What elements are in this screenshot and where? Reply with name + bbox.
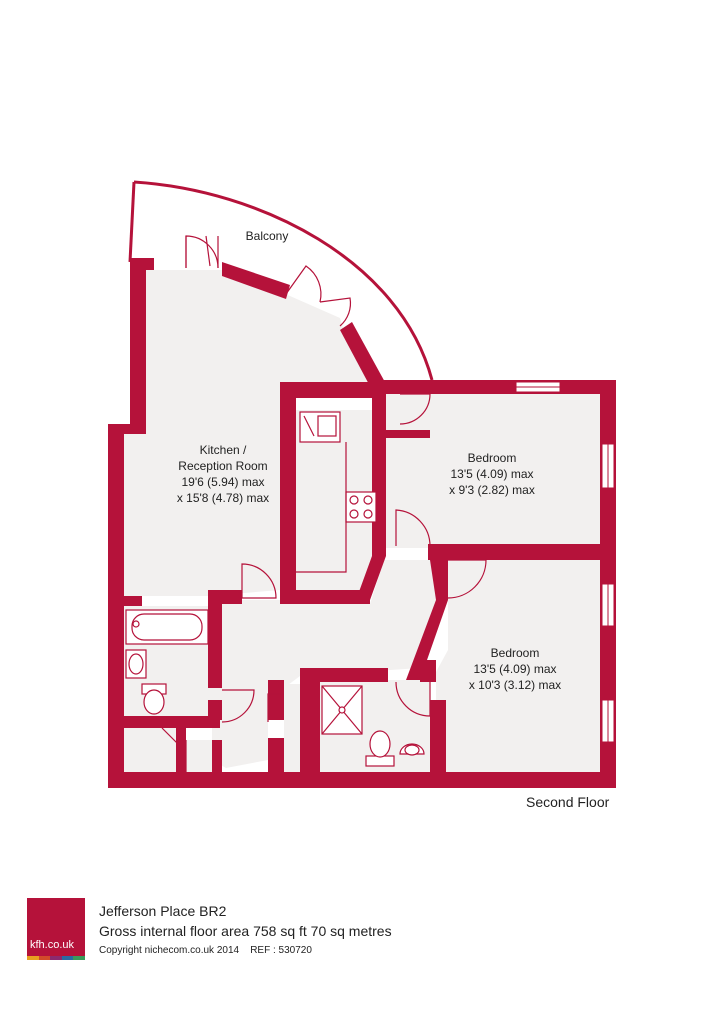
svg-text:13'5 (4.09) max: 13'5 (4.09) max	[474, 662, 557, 676]
kitchen-floor-2	[280, 410, 384, 590]
svg-text:Bedroom: Bedroom	[491, 646, 540, 660]
cupboard-floor	[124, 728, 176, 772]
logo-stripes	[27, 956, 85, 960]
svg-text:Reception Room: Reception Room	[178, 459, 267, 473]
balcony-outline	[128, 180, 434, 381]
walls	[108, 258, 616, 788]
logo-stripe	[73, 956, 85, 960]
floor-label: Second Floor	[526, 794, 610, 810]
logo-stripe	[50, 956, 62, 960]
floor-area: Gross internal floor area 758 sq ft 70 s…	[99, 923, 392, 939]
bedroom1-label: Bedroom 13'5 (4.09) max x 9'3 (2.82) max	[449, 451, 535, 497]
svg-text:19'6 (5.94) max: 19'6 (5.94) max	[182, 475, 265, 489]
kitchen-floor	[124, 268, 372, 596]
balcony-doors	[185, 235, 352, 327]
bathroom-fixtures	[125, 609, 209, 715]
cupboard3-floor	[284, 684, 300, 772]
shower-fixtures	[321, 685, 425, 767]
svg-text:Bedroom: Bedroom	[468, 451, 517, 465]
bedroom2-label: Bedroom 13'5 (4.09) max x 10'3 (3.12) ma…	[469, 646, 561, 692]
bedroom1-floor	[386, 394, 600, 548]
wc-icon	[369, 730, 391, 758]
copyright: Copyright nichecom.co.uk 2014 REF : 5307…	[99, 945, 312, 956]
balcony-label: Balcony	[246, 229, 289, 243]
floor-areas	[124, 268, 600, 772]
hallway-floor	[212, 560, 444, 768]
hob-icon	[345, 491, 377, 523]
svg-text:13'5 (4.09) max: 13'5 (4.09) max	[451, 467, 534, 481]
windows	[515, 381, 615, 743]
kitchen-fixtures	[296, 411, 377, 573]
door-swings	[161, 393, 487, 772]
logo-text: kfh.co.uk	[30, 939, 75, 951]
svg-text:Kitchen /: Kitchen /	[200, 443, 247, 457]
logo-stripe	[38, 956, 51, 960]
svg-text:x 9'3 (2.82) max: x 9'3 (2.82) max	[449, 483, 535, 497]
kitchen-label: Kitchen / Reception Room 19'6 (5.94) max…	[177, 443, 269, 505]
property-name: Jefferson Place BR2	[99, 903, 227, 919]
svg-text:x 10'3 (3.12) max: x 10'3 (3.12) max	[469, 678, 561, 692]
logo-stripe	[61, 956, 74, 960]
bedroom2-floor	[436, 560, 600, 772]
kfh-logo: kfh.co.uk	[27, 898, 85, 960]
sink-icon	[299, 411, 341, 443]
logo-stripe	[27, 956, 39, 960]
svg-text:x 15'8 (4.78) max: x 15'8 (4.78) max	[177, 491, 269, 505]
